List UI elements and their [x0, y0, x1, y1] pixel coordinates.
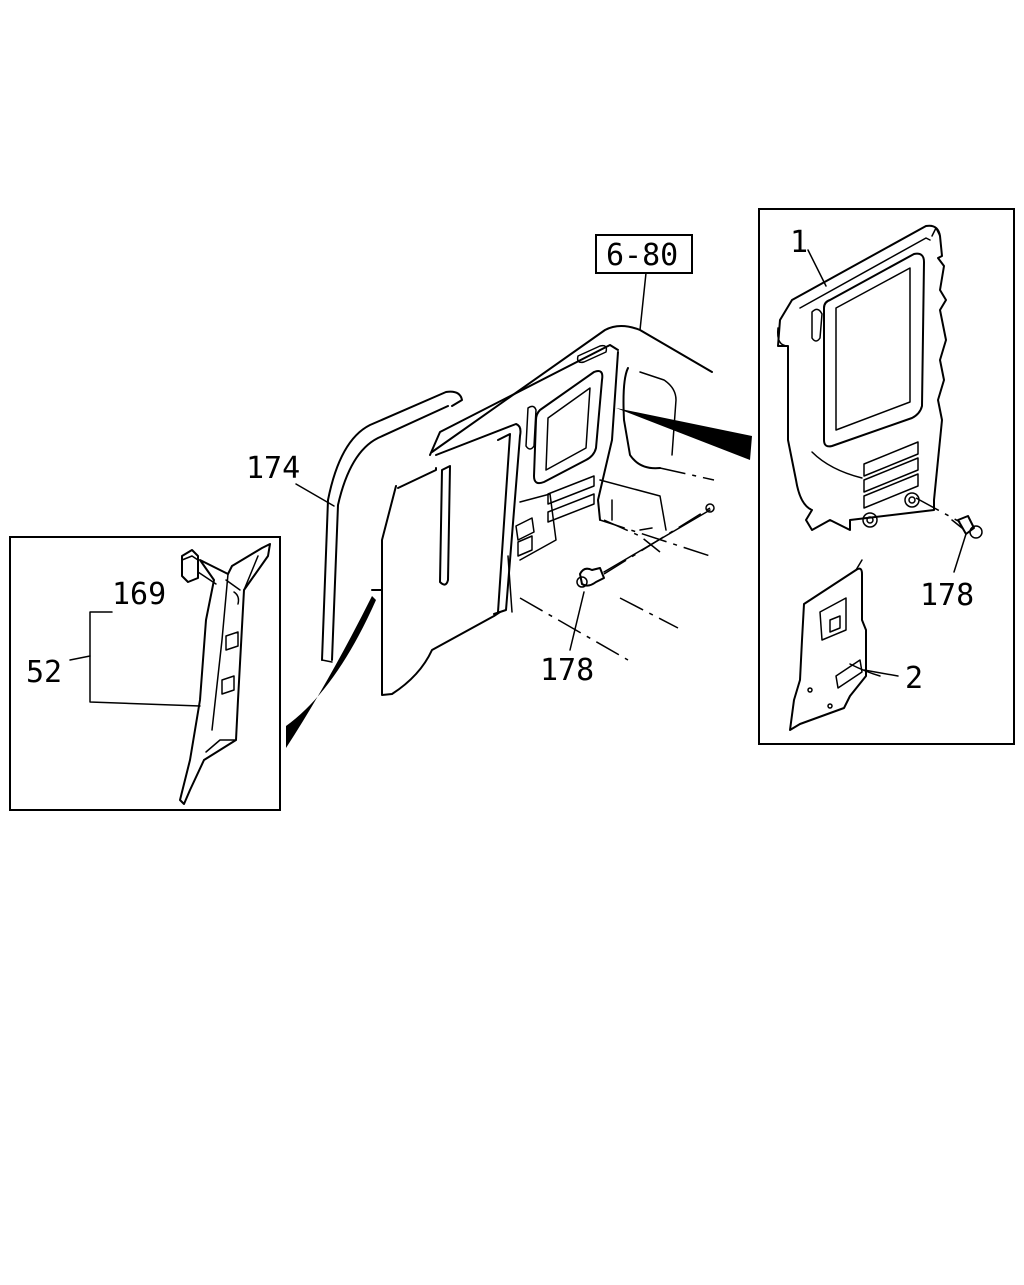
callout-2: 2 [905, 661, 923, 696]
lower-trim-panel-2 [789, 559, 881, 731]
cab-side-panel-assembly [371, 325, 713, 696]
leader-1 [807, 249, 827, 287]
reference-box-6-80 [595, 234, 693, 331]
clip-178-right [915, 497, 983, 539]
clip-178-center [576, 503, 715, 588]
detail-box-left [9, 536, 281, 811]
reference-label-6-80: 6-80 [606, 238, 678, 273]
clip-169 [181, 549, 217, 585]
leader-174 [295, 483, 335, 507]
pillar-trim-52 [179, 543, 271, 805]
quarter-trim-panel-1 [776, 224, 947, 531]
leader-wedge-right [616, 408, 752, 460]
callout-178-right: 178 [920, 578, 974, 613]
callout-52: 52 [26, 655, 62, 690]
callout-174: 174 [246, 451, 300, 486]
callout-178-center: 178 [540, 653, 594, 688]
weatherstrip-174 [321, 390, 463, 663]
callout-169: 169 [112, 577, 166, 612]
leader-52 [69, 655, 91, 661]
leader-52-169 [89, 611, 201, 707]
callout-1: 1 [790, 225, 808, 260]
leader-2 [863, 669, 899, 677]
leader-wedge-left [286, 596, 376, 748]
detail-box-right [758, 208, 1015, 745]
leader-178-right [953, 533, 967, 573]
leader-178-center [569, 591, 585, 651]
